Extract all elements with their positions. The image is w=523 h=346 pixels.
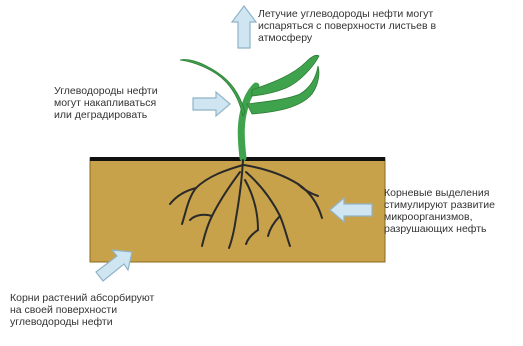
arrow-up-icon: [232, 6, 256, 48]
caption-accumulation: Углеводороды нефти могут накапливаться и…: [54, 85, 204, 121]
caption-root-absorption: Корни растений абсорбируют на своей пове…: [10, 292, 210, 328]
caption-volatilization: Летучие углеводороды нефти могут испарят…: [258, 8, 498, 44]
caption-root-exudates: Корневые выделения стимулируют развитие …: [384, 187, 514, 235]
plant-stem: [241, 86, 256, 158]
